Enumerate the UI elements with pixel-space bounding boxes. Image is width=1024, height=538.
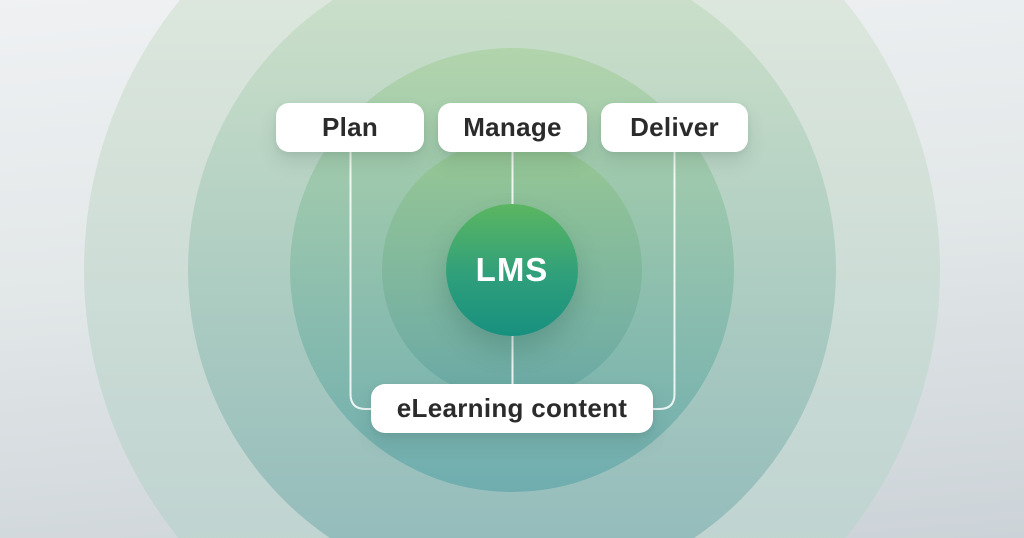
lms-hub-label: LMS — [475, 251, 549, 288]
node-manage-label: Manage — [463, 112, 562, 142]
plan-connector-line — [349, 151, 372, 410]
node-deliver: Deliver — [601, 103, 748, 152]
node-plan-label: Plan — [321, 112, 379, 142]
node-elearning-content-label: eLearning content — [396, 393, 628, 423]
lms-hub-circle: LMS — [446, 204, 578, 336]
node-elearning-content: eLearning content — [371, 384, 653, 433]
node-deliver-label: Deliver — [630, 112, 719, 142]
node-manage: Manage — [438, 103, 587, 152]
node-plan: Plan — [276, 103, 424, 152]
deliver-connector-line — [652, 151, 676, 410]
